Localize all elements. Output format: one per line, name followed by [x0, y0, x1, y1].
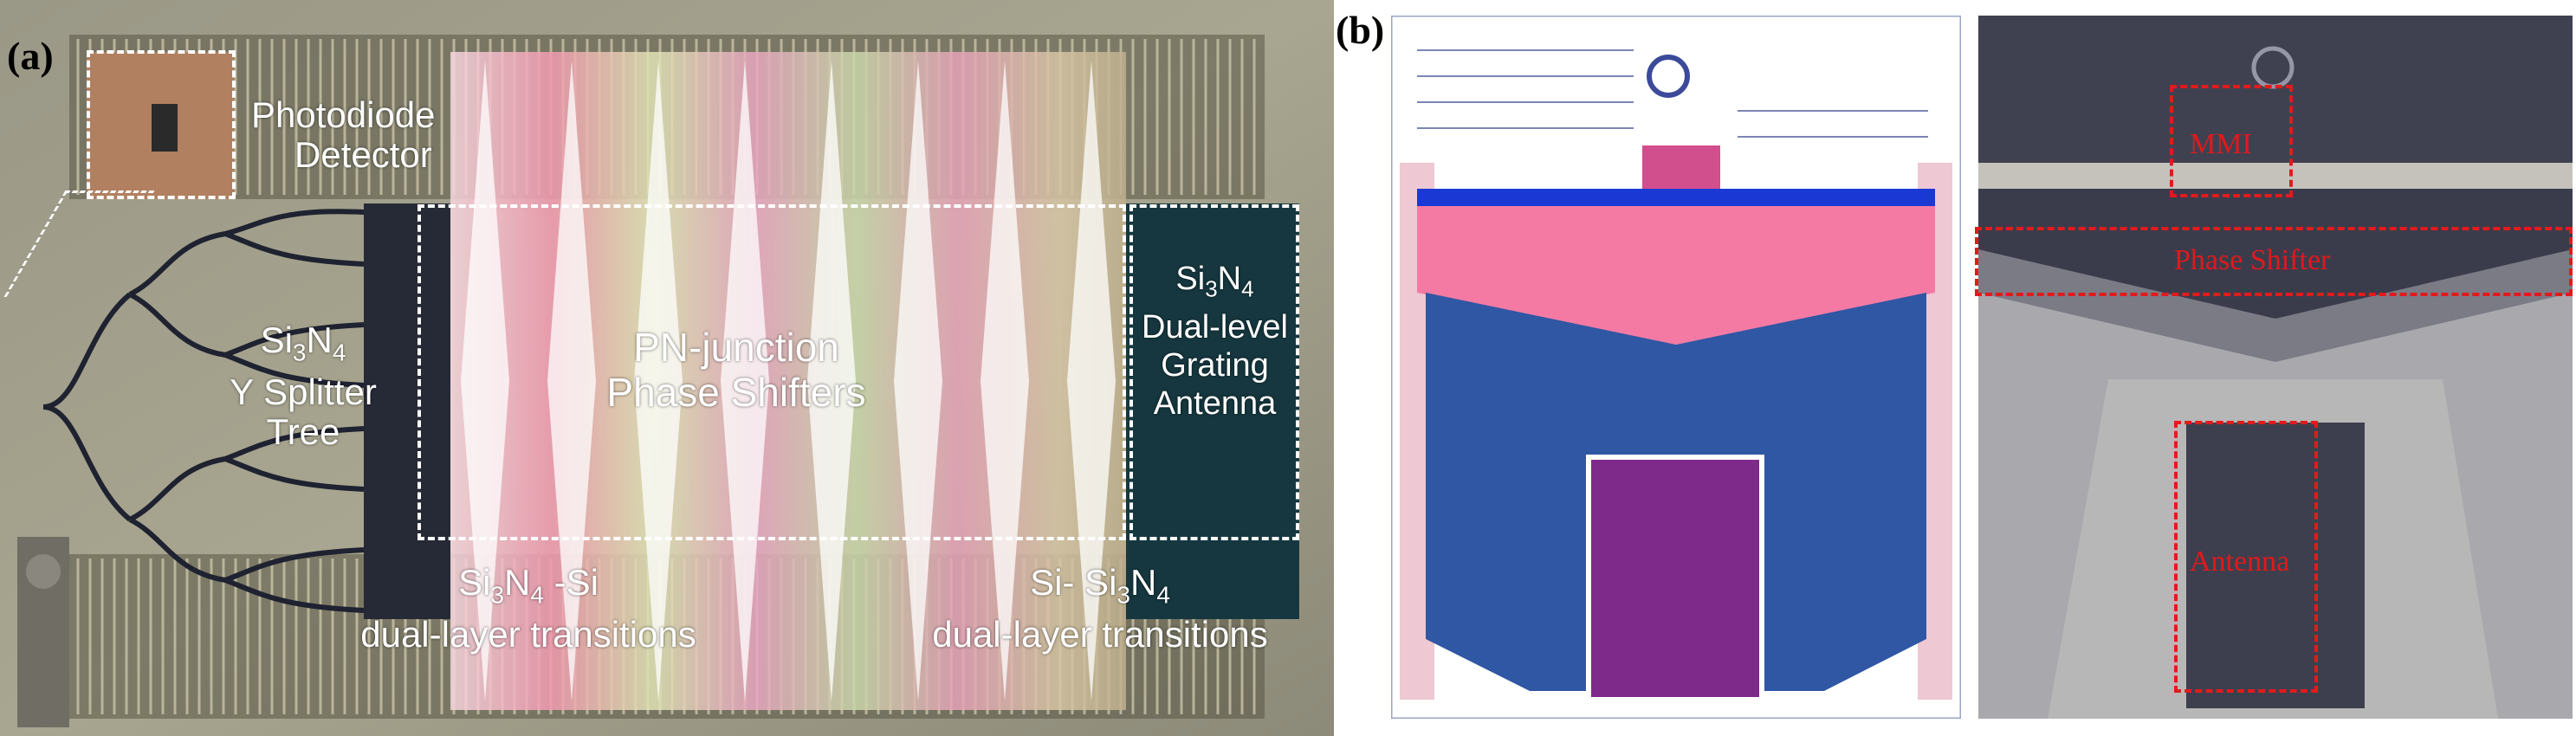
antenna-label: Si3N4 Dual-level Grating Antenna [1142, 261, 1288, 422]
chip-photo-a [0, 0, 1334, 736]
panel-a-label: (a) [7, 34, 54, 78]
transition-left-label: Si3N4 -Si dual-layer transitions [360, 562, 696, 655]
splitter-label: Si3N4 Y Splitter Tree [230, 320, 377, 453]
chip-photo-b-svg [1978, 16, 2573, 719]
mmi-box [2170, 85, 2293, 197]
layout-drawing [1389, 14, 1963, 720]
layout-svg [1389, 14, 1963, 720]
antenna-red-box [2174, 421, 2318, 693]
panel-a: (a) Photodiode Detector Si3N4 Y Splitter… [0, 0, 1334, 736]
phase-shifter-label: Phase Shifter [2174, 244, 2331, 276]
antenna-box [1129, 204, 1299, 540]
phase-shifter-box [1975, 227, 2573, 296]
transition-right-label: Si- Si3N4 dual-layer transitions [932, 562, 1268, 655]
phase-shifters-box [417, 204, 1126, 540]
phase-shifters-label: PN-junction Phase Shifters [606, 325, 866, 415]
panel-b-label: (b) [1336, 8, 1385, 52]
photodiode-label: Photodiode Detector [251, 94, 436, 175]
antenna-red-label: Antenna [2190, 546, 2290, 578]
mmi-label: MMI [2190, 128, 2252, 160]
photodiode-inset-box [87, 50, 236, 199]
chip-photo-b [1978, 16, 2573, 719]
